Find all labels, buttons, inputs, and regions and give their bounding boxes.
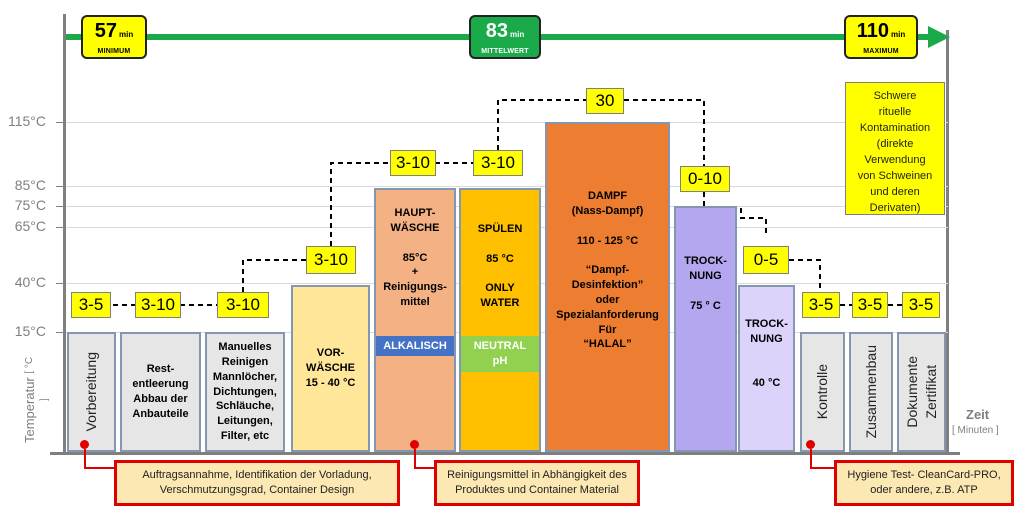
y-axis [63,14,66,454]
marker-hauptwaesche [410,440,419,449]
marker-kontrolle [806,440,815,449]
timeline-arrowhead [928,26,950,48]
duration-restentleerung: 3-10 [135,292,181,318]
badge-minimum: 57 min MINIMUM [81,15,147,59]
y-label-65: 65°C [14,218,46,234]
marker-vorbereitung [80,440,89,449]
note-auftragsannahme: Auftragsannahme, Identifikation der Vorl… [114,460,400,506]
band-neutral: NEUTRAL pH [461,336,539,372]
step-vorwaesche: VOR- WÄSCHE 15 - 40 °C [291,285,370,452]
y-label-40: 40°C [14,274,46,290]
x-axis-title: Zeit [966,407,990,422]
note-hygiene-test: Hygiene Test- CleanCard-PRO, oder andere… [834,460,1014,506]
step-restentleerung: Rest- entleerung Abbau der Anbauteile [120,332,201,452]
y-label-115: 115°C [7,113,46,129]
step-vorbereitung: Vorbereitung [67,332,116,452]
side-note-halal: Schwere rituelle Kontamination (direkte … [845,82,945,215]
band-alkalisch: ALKALISCH [376,336,454,356]
badge-maximum: 110 min MAXIMUM [844,15,918,59]
duration-zusammenbau: 3-5 [852,292,888,318]
duration-trocknung-75: 0-10 [680,166,730,192]
step-spuelen: SPÜLEN 85 °C ONLY WATER NEUTRAL pH [459,188,541,452]
step-zusammenbau: Zusammenbau [849,332,893,452]
duration-dokumente: 3-5 [902,292,940,318]
duration-dampf: 30 [586,88,624,114]
step-trocknung-75: TROCK- NUNG 75 ° C [674,206,737,452]
duration-vorbereitung: 3-5 [71,292,111,318]
duration-hauptwaesche: 3-10 [390,150,436,176]
duration-kontrolle: 3-5 [802,292,840,318]
duration-vorwaesche: 3-10 [306,246,356,274]
y-label-15: 15°C [14,323,46,339]
x-axis-unit: [ Minuten ] [952,425,999,436]
step-kontrolle: Kontrolle [800,332,845,452]
y-label-85: 85°C [14,177,46,193]
badge-average: 83 min MITTELWERT [469,15,541,59]
step-dokumente: Dokumente Zertifikat [897,332,946,452]
y-label-75: 75°C [14,197,46,213]
note-reinigungsmittel: Reinigungsmittel in Abhängigkeit des Pro… [434,460,640,506]
duration-manuelles: 3-10 [217,292,269,318]
step-manuelles-reinigen: Manuelles Reinigen Mannlöcher, Dichtunge… [205,332,285,452]
x-axis [50,452,960,455]
step-dampf: DAMPF (Nass-Dampf) 110 - 125 °C “Dampf- … [545,122,670,452]
step-hauptwaesche: HAUPT- WÄSCHE 85°C + Reinigungs- mittel … [374,188,456,452]
gridline-115 [64,122,948,123]
gridline-85 [64,186,948,187]
duration-spuelen: 3-10 [473,150,523,176]
right-boundary [946,30,949,454]
step-trocknung-40: TROCK- NUNG 40 °C [738,285,795,452]
duration-trocknung-40: 0-5 [743,246,789,274]
